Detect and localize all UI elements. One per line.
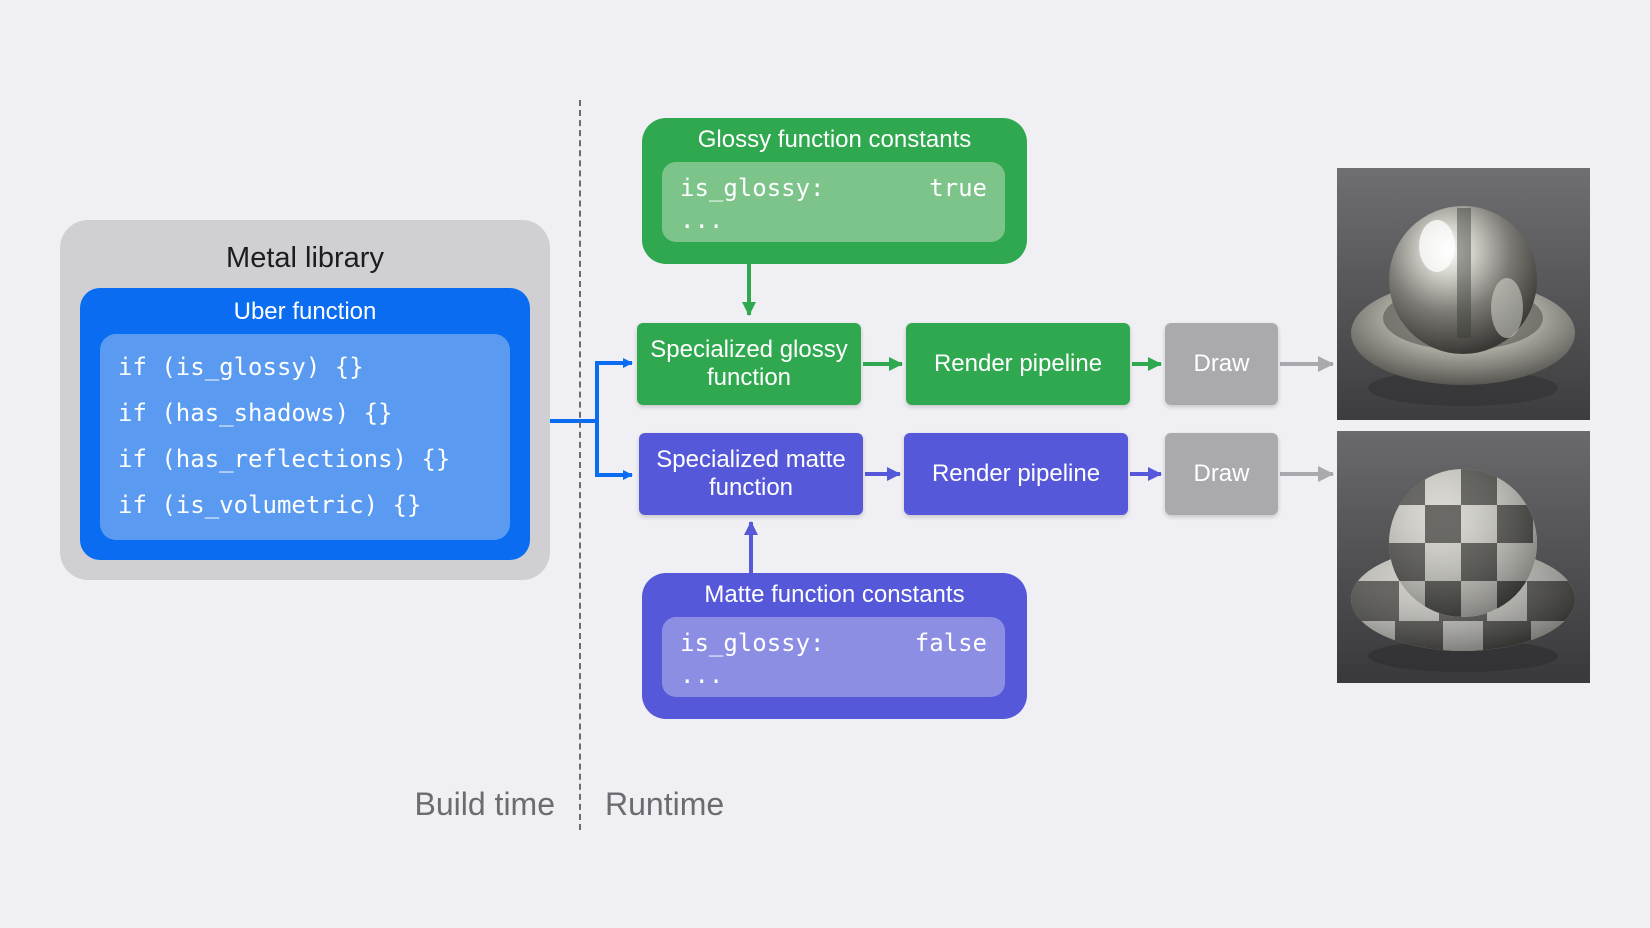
glossy-constants-box: Glossy function constants is_glossy: tru… bbox=[642, 118, 1027, 264]
draw-matte-box: Draw bbox=[1165, 433, 1278, 515]
uber-function-box: Uber function if (is_glossy) {} if (has_… bbox=[80, 288, 530, 560]
glossy-constants-values: is_glossy: true ... bbox=[662, 162, 1005, 242]
fork-to-glossy-arrow bbox=[595, 358, 633, 421]
metal-library-title: Metal library bbox=[226, 242, 384, 274]
constant-key: is_glossy: bbox=[680, 174, 825, 202]
code-line: if (has_shadows) {} bbox=[118, 399, 393, 427]
code-line: if (is_glossy) {} bbox=[118, 353, 364, 381]
constant-more: ... bbox=[680, 206, 724, 234]
constant-key: is_glossy: bbox=[680, 629, 825, 657]
render-pipeline-glossy-box: Render pipeline bbox=[906, 323, 1130, 405]
specialized-glossy-function-box: Specialized glossy function bbox=[637, 323, 861, 405]
constant-value: false bbox=[914, 629, 987, 657]
specialized-matte-function-box: Specialized matte function bbox=[639, 433, 863, 515]
constant-value: true bbox=[929, 174, 987, 202]
matte-constants-title: Matte function constants bbox=[704, 581, 965, 608]
matte-constants-box: Matte function constants is_glossy: fals… bbox=[642, 573, 1027, 719]
uber-function-code: if (is_glossy) {} if (has_shadows) {} if… bbox=[100, 334, 510, 540]
glossy-constants-title: Glossy function constants bbox=[697, 126, 972, 153]
build-runtime-divider bbox=[579, 100, 581, 830]
matte-constants-values: is_glossy: false ... bbox=[662, 617, 1005, 697]
uber-function-title: Uber function bbox=[233, 298, 377, 325]
matte-render-image bbox=[1337, 431, 1590, 683]
glossy-render-image bbox=[1337, 168, 1590, 420]
render-pipeline-matte-box: Render pipeline bbox=[904, 433, 1128, 515]
build-time-label: Build time bbox=[414, 786, 556, 822]
code-line: if (is_volumetric) {} bbox=[118, 491, 422, 519]
fork-to-matte-arrow bbox=[595, 421, 633, 480]
runtime-label: Runtime bbox=[605, 786, 725, 822]
draw-glossy-box: Draw bbox=[1165, 323, 1278, 405]
constant-more: ... bbox=[680, 661, 724, 689]
metal-library-panel: Metal library Uber function if (is_gloss… bbox=[60, 220, 550, 580]
code-line: if (has_reflections) {} bbox=[118, 445, 451, 473]
